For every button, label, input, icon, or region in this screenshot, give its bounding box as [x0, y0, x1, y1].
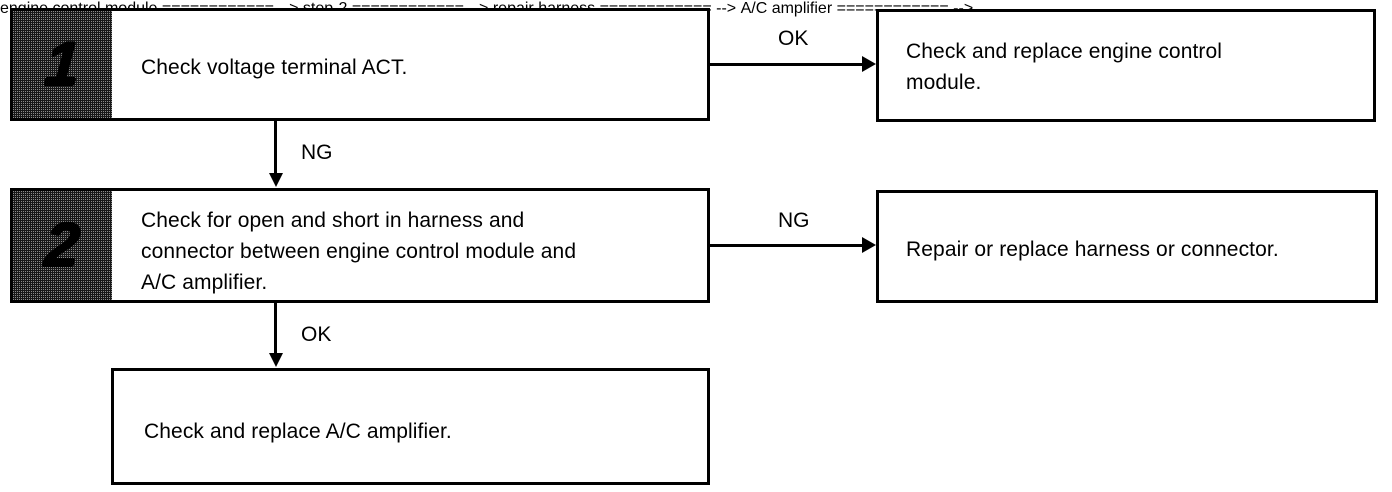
- step-1-number: 1: [42, 29, 83, 99]
- edge-2-ok-line: [274, 303, 277, 355]
- step-2-box[interactable]: 2 Check for open and short in harness an…: [10, 188, 710, 303]
- edge-2-ok-label: OK: [301, 323, 332, 346]
- step-1-text: Check voltage terminal ACT.: [141, 56, 408, 79]
- edge-1-ng-label: NG: [301, 141, 333, 164]
- edge-2-ng-line: [710, 244, 868, 247]
- result-repair-harness-box[interactable]: Repair or replace harness or connector.: [876, 190, 1378, 303]
- result-engine-control-module-box[interactable]: Check and replace engine control module.: [876, 9, 1376, 122]
- edge-2-ok-arrowhead: [269, 353, 283, 367]
- step-2-text: Check for open and short in harness and …: [141, 209, 577, 294]
- edge-2-ng-arrowhead: [862, 237, 876, 253]
- edge-1-ok-label: OK: [778, 27, 809, 50]
- edge-2-ng-label: NG: [778, 209, 810, 232]
- result-repair-harness-text: Repair or replace harness or connector.: [906, 238, 1279, 261]
- result-engine-control-module-text: Check and replace engine control module.: [906, 40, 1223, 94]
- edge-1-ng-arrowhead: [269, 173, 283, 187]
- result-ac-amplifier-text: Check and replace A/C amplifier.: [144, 420, 452, 443]
- step-2-number: 2: [42, 210, 83, 280]
- step-1-badge: 1: [13, 11, 112, 118]
- edge-1-ng-line: [274, 121, 277, 175]
- step-1-box[interactable]: 1 Check voltage terminal ACT.: [10, 8, 710, 121]
- edge-1-ok-line: [710, 63, 868, 66]
- step-2-badge: 2: [13, 191, 112, 300]
- result-ac-amplifier-box[interactable]: Check and replace A/C amplifier.: [111, 368, 710, 485]
- edge-1-ok-arrowhead: [862, 56, 876, 72]
